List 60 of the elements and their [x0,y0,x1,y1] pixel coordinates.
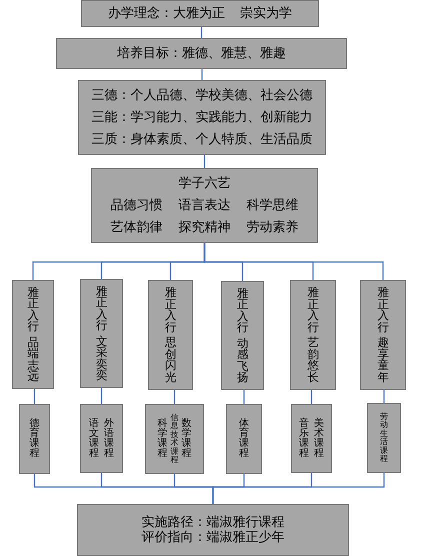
connector-line [204,243,384,280]
vertical-label: 体育课程 [239,419,249,459]
connector-line [174,390,176,404]
process-box [56,38,347,69]
vertical-box [80,404,123,473]
vertical-label: 德育课程 [30,419,40,459]
vertical-label: 雅正入行 [96,286,108,332]
vertical-box [221,281,264,390]
vertical-box [290,280,336,390]
connector-line [204,155,206,168]
vertical-label: 雅正入行 [307,287,319,333]
process-box [91,168,318,243]
vertical-label: 雅正入行 [236,288,248,334]
process-box [77,504,349,556]
node-label: 实施路径：端淑雅行课程 [142,515,284,530]
node-label: 评价指向：端淑雅正少年 [142,530,284,545]
connector-line [100,388,102,404]
vertical-label: 品端志远 [27,336,39,382]
connector-line [310,390,312,404]
vertical-label: 艺韵悠长 [307,337,319,383]
node-label: 三能：学习能力、实践能力、创新能力 [92,108,312,126]
vertical-label: 雅正入行 [27,286,39,332]
connector-line [201,69,203,80]
node-label: 艺体韵律 探究精神 劳动素养 [110,218,298,236]
process-box [81,0,319,27]
vertical-label: 雅正入行 [377,287,389,333]
vertical-label: 科学课程 [158,419,168,459]
node-label: 办学理念：大雅为正 崇实为学 [108,4,292,22]
vertical-box [367,403,401,473]
vertical-label: 外语课程 [104,418,114,458]
connector-line [34,389,36,404]
node-label: 三德：个人品德、学校美德、社会公德 [92,86,312,104]
vertical-label: 语文课程 [89,418,99,458]
vertical-box [360,280,406,390]
connector-line [243,390,245,404]
vertical-label: 雅正入行 [164,287,176,333]
vertical-box [226,404,262,474]
connector-line [200,27,202,38]
vertical-label: 数学课程 [182,419,192,459]
vertical-label: 劳动生活课程 [380,412,388,464]
vertical-label: 音乐课程 [299,418,309,458]
vertical-box [12,280,54,389]
vertical-box [80,279,123,388]
vertical-box [145,404,204,474]
vertical-box [148,280,193,390]
vertical-box [19,404,50,474]
node-label: 品德习惯 语言表达 科学思维 [110,196,298,214]
heading-text: 学子六艺 [178,174,230,192]
vertical-box [291,404,332,473]
connector-line [212,473,385,504]
connector-line [383,390,385,403]
node-label: 培养目标：雅德、雅慧、雅趣 [117,44,286,62]
vertical-label: 思创闪光 [164,337,176,383]
vertical-label: 文采奕奕 [96,336,108,382]
vertical-label: 美术课程 [314,418,324,458]
vertical-label: 信息技术课程 [170,414,178,464]
process-box [78,80,326,155]
vertical-label: 趣享童年 [377,337,389,383]
vertical-label: 动感飞扬 [236,338,248,384]
node-label: 三质：身体素质、个人特质、生活品质 [92,130,312,148]
